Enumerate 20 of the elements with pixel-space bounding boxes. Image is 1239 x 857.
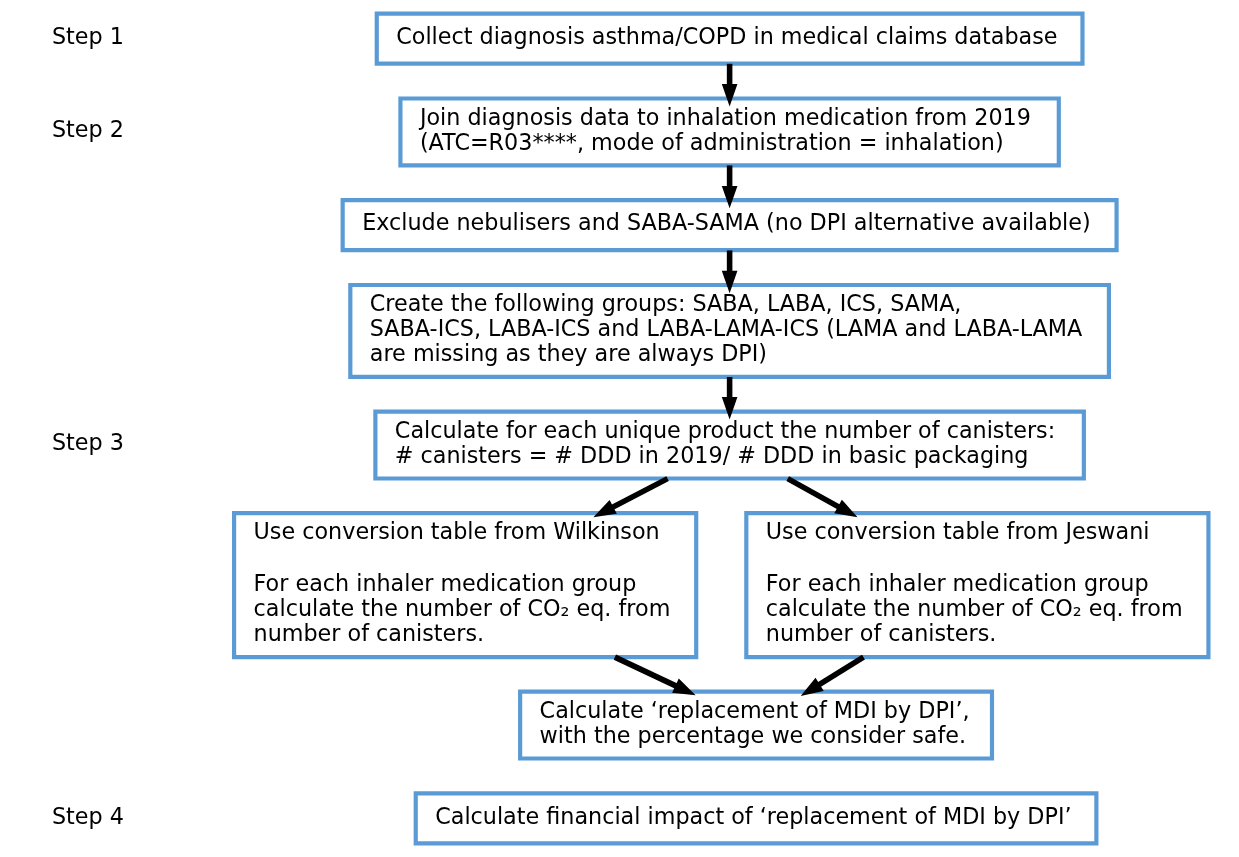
node-box: Use conversion table from Wilkinson For each inhaler medication group calculate the number of CO₂ eq. from number of canisters. [231, 511, 698, 660]
label: Step 2 [51, 116, 124, 143]
arrow [721, 63, 737, 107]
node-box: Calculate financial impact of ‘replacement of MDI by DPI’ [413, 791, 1098, 846]
arrow [785, 476, 858, 518]
node-box: Calculate ‘replacement of MDI by DPI’, with the percentage we consider safe. [517, 689, 994, 761]
label: Step 3 [51, 429, 124, 456]
node-box: Use conversion table from Jeswani For each inhaler medication group calculate the number of CO₂ eq. from number of canisters. [743, 511, 1210, 660]
label: Step 1 [51, 22, 124, 49]
arrow [721, 250, 737, 294]
label: Step 4 [51, 802, 124, 829]
node-box: Exclude nebulisers and SABA-SAMA (no DPI alternative available) [340, 198, 1119, 253]
arrow [592, 476, 669, 518]
node-box: Create the following groups: SABA, LABA, ICS, SAMA, SABA-ICS, LABA-ICS and LABA-LAMA-ICS (LAMA and LABA-LAMA are missing as they are always DPI) [347, 282, 1111, 379]
node-box: Collect diagnosis asthma/COPD in medical claims database [374, 11, 1085, 66]
arrow [800, 654, 865, 697]
node-box: Join diagnosis data to inhalation medication from 2019 (ATC=R03****, mode of administration = inhalation) [397, 96, 1061, 168]
arrow [721, 165, 737, 209]
arrow [721, 376, 737, 420]
node-box: Calculate for each unique product the number of canisters: # canisters = # DDD in 2019/ # DDD in basic packaging [372, 409, 1086, 481]
